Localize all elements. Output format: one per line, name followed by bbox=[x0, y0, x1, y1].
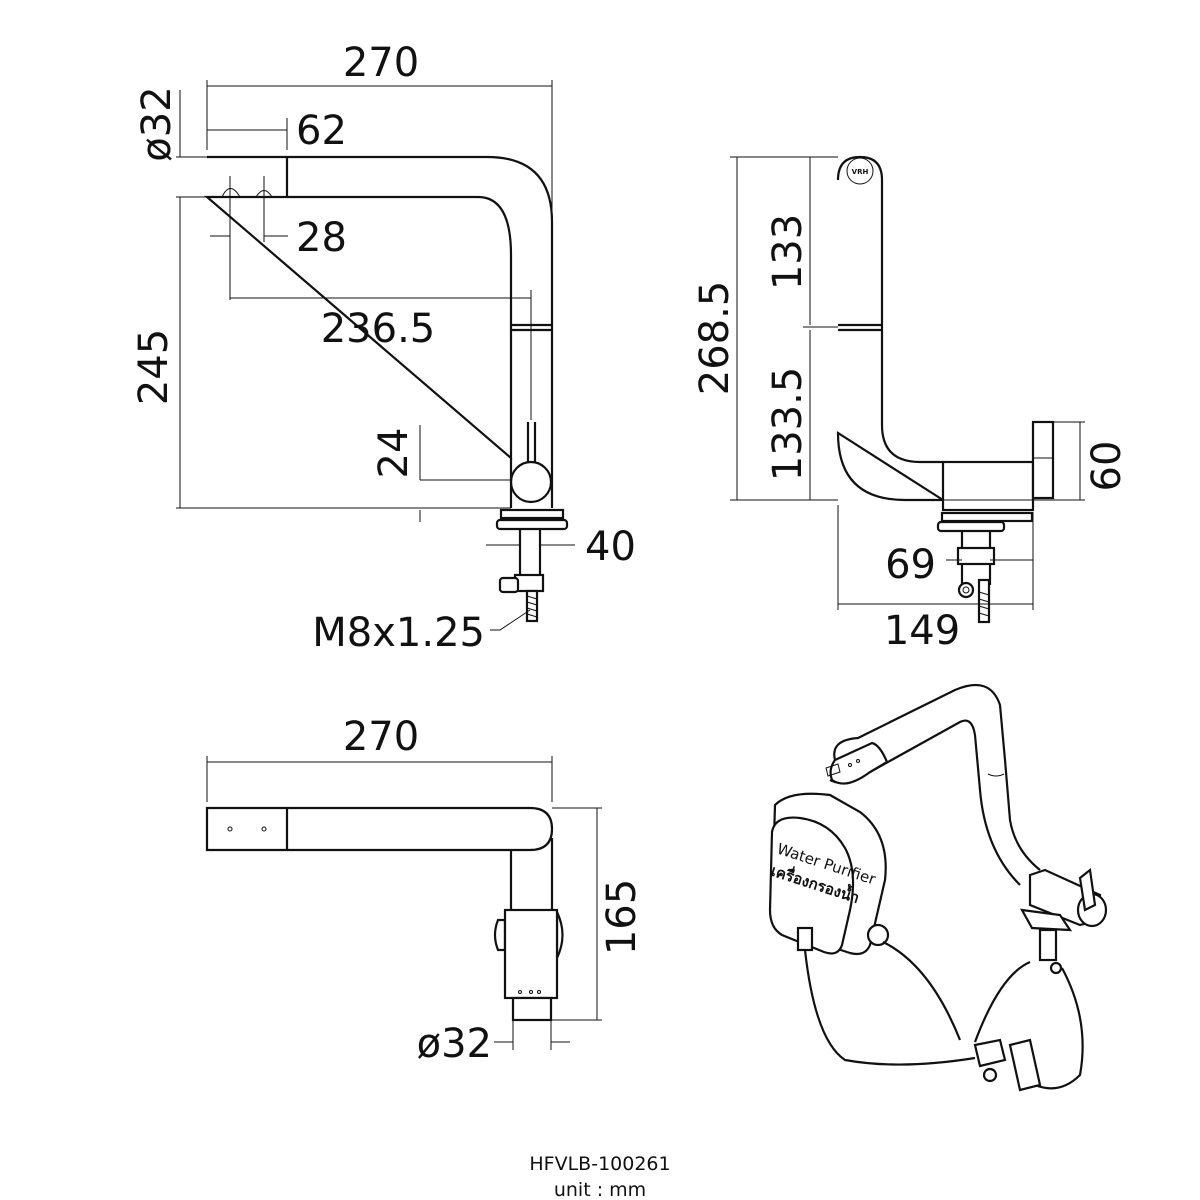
side-base-gasket bbox=[936, 520, 1006, 533]
front-base-plate bbox=[499, 508, 565, 520]
side-thread-marks bbox=[978, 591, 990, 617]
top-dim-d32: ø32 bbox=[417, 1021, 492, 1067]
side-spout-outline bbox=[836, 155, 947, 502]
front-dim-d32: ø32 bbox=[134, 86, 180, 161]
front-dim-40: 40 bbox=[585, 524, 636, 570]
iso-hose-4 bbox=[1034, 967, 1084, 1090]
iso-angle-valve bbox=[1008, 1038, 1042, 1092]
iso-base-plate bbox=[1019, 908, 1073, 932]
front-dim-62: 62 bbox=[296, 108, 347, 154]
iso-shank bbox=[1038, 928, 1058, 962]
front-dim-28: 28 bbox=[296, 215, 347, 261]
side-lever bbox=[1031, 420, 1055, 500]
iso-purifier-outlet bbox=[866, 923, 890, 947]
iso-hose-2 bbox=[882, 941, 962, 1041]
iso-purifier-inlet bbox=[796, 926, 814, 952]
iso-lever bbox=[1078, 867, 1097, 912]
front-side-valve bbox=[498, 576, 520, 594]
iso-purifier-body bbox=[768, 816, 855, 955]
model-number: HFVLB-100261 bbox=[529, 1153, 670, 1175]
front-thread-marks bbox=[526, 595, 538, 618]
top-lever-left bbox=[493, 918, 507, 952]
top-body-block bbox=[503, 908, 559, 1000]
side-dim-60: 60 bbox=[1084, 441, 1130, 492]
side-dim-69: 69 bbox=[885, 542, 936, 588]
iso-hose-1 bbox=[803, 949, 976, 1066]
side-dim-133: 133 bbox=[765, 214, 811, 290]
iso-hose-3 bbox=[973, 960, 1031, 1043]
front-connector-block bbox=[513, 573, 545, 593]
top-spout-outline bbox=[205, 806, 554, 852]
iso-collar bbox=[987, 773, 1005, 777]
svg-text:VRH: VRH bbox=[852, 168, 869, 176]
brand-logo-icon bbox=[846, 157, 874, 185]
iso-spout-outlet bbox=[829, 741, 889, 785]
iso-tee-valve bbox=[973, 1038, 1007, 1068]
front-threaded-stud bbox=[525, 589, 539, 623]
front-thread-leader bbox=[490, 609, 531, 631]
iso-brand-logo-icon bbox=[825, 763, 841, 777]
unit-note: unit : mm bbox=[554, 1179, 646, 1200]
front-view: 270 ø32 62 28 236.5 245 24 40 M8x bbox=[131, 40, 636, 656]
front-lever-knob bbox=[509, 460, 553, 504]
top-view: 270 165 ø32 bbox=[205, 714, 645, 1067]
top-outlet-hole-1 bbox=[227, 826, 233, 832]
front-dim-270: 270 bbox=[343, 40, 419, 86]
outlet-hole-1 bbox=[221, 188, 241, 198]
iso-connector bbox=[1049, 961, 1063, 975]
front-base-gasket bbox=[495, 518, 569, 531]
side-dim-1335: 133.5 bbox=[765, 367, 811, 482]
front-dim-24: 24 bbox=[371, 428, 417, 479]
side-dim-268: 268.5 bbox=[692, 281, 738, 396]
side-body-block bbox=[941, 460, 1035, 512]
top-base bbox=[511, 996, 553, 1022]
side-base-plate bbox=[940, 511, 1034, 523]
side-dim-149: 149 bbox=[884, 608, 960, 654]
iso-valve-knob bbox=[982, 1067, 998, 1083]
top-outlet-hole-2 bbox=[261, 826, 267, 832]
front-dim-236: 236.5 bbox=[321, 306, 436, 352]
top-dim-165: 165 bbox=[599, 879, 645, 955]
front-dim-245: 245 bbox=[131, 329, 177, 405]
side-view: VRH 268.5 133 133.5 60 bbox=[692, 155, 1130, 654]
side-valve-knob bbox=[957, 581, 975, 599]
iso-view: Water Purifier เครื่องกรองน้ำ bbox=[768, 683, 1108, 1092]
front-dim-thread: M8x1.25 bbox=[312, 610, 485, 656]
side-connector-block bbox=[956, 546, 996, 566]
top-dim-270: 270 bbox=[343, 714, 419, 760]
front-spout-outline bbox=[204, 155, 554, 461]
